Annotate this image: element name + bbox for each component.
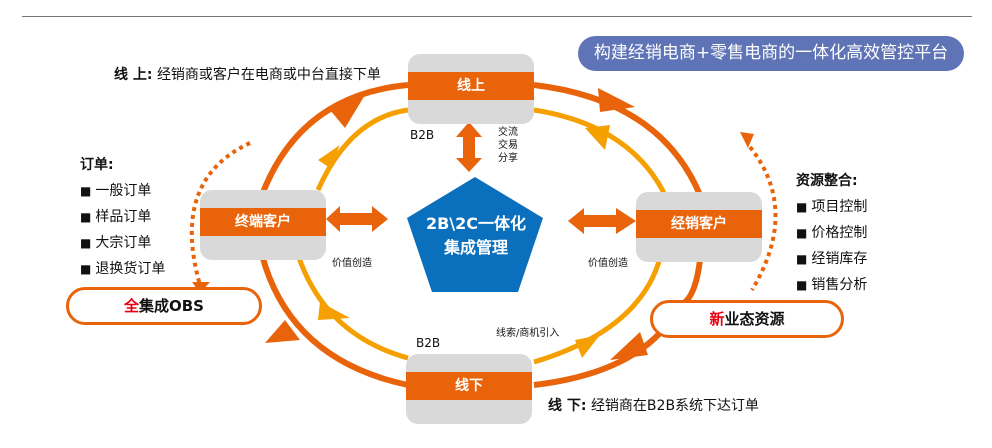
resources-list: 资源整合: 项目控制 价格控制 经销库存 销售分析 — [796, 168, 867, 298]
order-item: 样品订单 — [80, 204, 165, 230]
new-pill-accent: 新 — [709, 310, 725, 328]
value-right-label: 价值创造 — [588, 258, 628, 269]
order-item: 退换货订单 — [80, 256, 165, 282]
exchange-label-3: 分享 — [498, 153, 518, 164]
arc-outer-bottom-left — [259, 254, 409, 388]
double-arrow-left — [326, 206, 388, 232]
node-online-label: 线上 — [408, 72, 534, 100]
leads-label: 线索/商机引入 — [496, 328, 560, 339]
header-title: 构建经销电商+零售电商的一体化高效管控平台 — [578, 36, 964, 71]
arrowhead-outer-bottom-left — [265, 320, 300, 343]
node-end-customer-label: 终端客户 — [200, 208, 326, 236]
outer-arrowheads — [265, 88, 648, 360]
arrowhead-outer-bottom-right — [610, 332, 648, 360]
node-online: 线上 — [408, 54, 534, 124]
orders-heading: 订单: — [80, 157, 114, 173]
arc-outer-top-left — [259, 82, 409, 197]
node-offline: 线下 — [406, 354, 532, 424]
offline-note-text: 经销商在B2B系统下达订单 — [590, 398, 760, 414]
online-note-text: 经销商或客户在电商或中台直接下单 — [156, 67, 381, 83]
dotted-arc-right — [748, 145, 778, 292]
arrowhead-inner-top-left — [318, 145, 340, 168]
node-dealer-customer-label: 经销客户 — [636, 210, 762, 238]
arc-inner-bottom-left — [295, 254, 409, 361]
resource-item: 经销库存 — [796, 246, 867, 272]
exchange-label-2: 交易 — [498, 140, 518, 151]
value-left-label: 价值创造 — [332, 258, 372, 269]
orders-list: 订单: 一般订单 样品订单 大宗订单 退换货订单 — [80, 152, 165, 282]
order-item: 一般订单 — [80, 178, 165, 204]
arc-inner-top-left — [315, 107, 409, 192]
resources-heading: 资源整合: — [796, 173, 858, 189]
dotted-arrowhead-right — [740, 132, 754, 148]
obs-pill: 全集成OBS — [66, 287, 262, 325]
online-note-label: 线 上: — [114, 67, 153, 83]
online-note: 线 上: 经销商或客户在电商或中台直接下单 — [114, 64, 381, 84]
node-offline-label: 线下 — [406, 372, 532, 400]
arc-outer-top-right — [533, 82, 703, 197]
arc-outer-bottom-right — [533, 330, 663, 388]
double-arrow-vertical — [456, 122, 482, 172]
center-line-1: 2B\2C一体化 — [425, 214, 527, 233]
resource-item: 项目控制 — [796, 194, 867, 220]
exchange-label-1: 交流 — [498, 127, 518, 138]
obs-pill-accent: 全 — [123, 297, 139, 315]
inner-cycle — [295, 107, 668, 365]
double-arrow-right — [568, 208, 636, 234]
node-dealer-customer: 经销客户 — [636, 192, 762, 262]
b2b-bottom-label: B2B — [416, 336, 441, 350]
arrowhead-inner-bottom-left — [318, 302, 350, 320]
top-divider — [22, 16, 972, 17]
new-resources-pill: 新业态资源 — [650, 300, 844, 338]
new-pill-text: 业态资源 — [724, 310, 785, 328]
exchange-labels: 交流 交易 分享 — [498, 126, 518, 165]
node-end-customer: 终端客户 — [200, 190, 326, 260]
center-text: 2B\2C一体化 集成管理 — [406, 212, 546, 260]
center-line-2: 集成管理 — [443, 238, 508, 257]
arrowhead-inner-bottom-right — [575, 335, 600, 358]
dotted-arc-left — [189, 141, 251, 286]
obs-pill-text: 集成OBS — [139, 297, 204, 315]
arrowhead-outer-top-left — [330, 90, 368, 128]
arc-outer-right-small — [678, 259, 703, 308]
inner-arrowheads — [318, 125, 610, 358]
offline-note-label: 线 下: — [548, 398, 587, 414]
arc-inner-bottom-right — [533, 257, 663, 365]
arrowhead-inner-top-right — [585, 125, 610, 150]
b2b-top-label: B2B — [410, 128, 435, 142]
center-pentagon — [407, 177, 543, 292]
order-item: 大宗订单 — [80, 230, 165, 256]
resource-item: 销售分析 — [796, 272, 867, 298]
offline-note: 线 下: 经销商在B2B系统下达订单 — [548, 395, 759, 415]
resource-item: 价格控制 — [796, 220, 867, 246]
arrowhead-outer-top-right — [598, 88, 635, 112]
arc-inner-top-right — [533, 107, 668, 197]
